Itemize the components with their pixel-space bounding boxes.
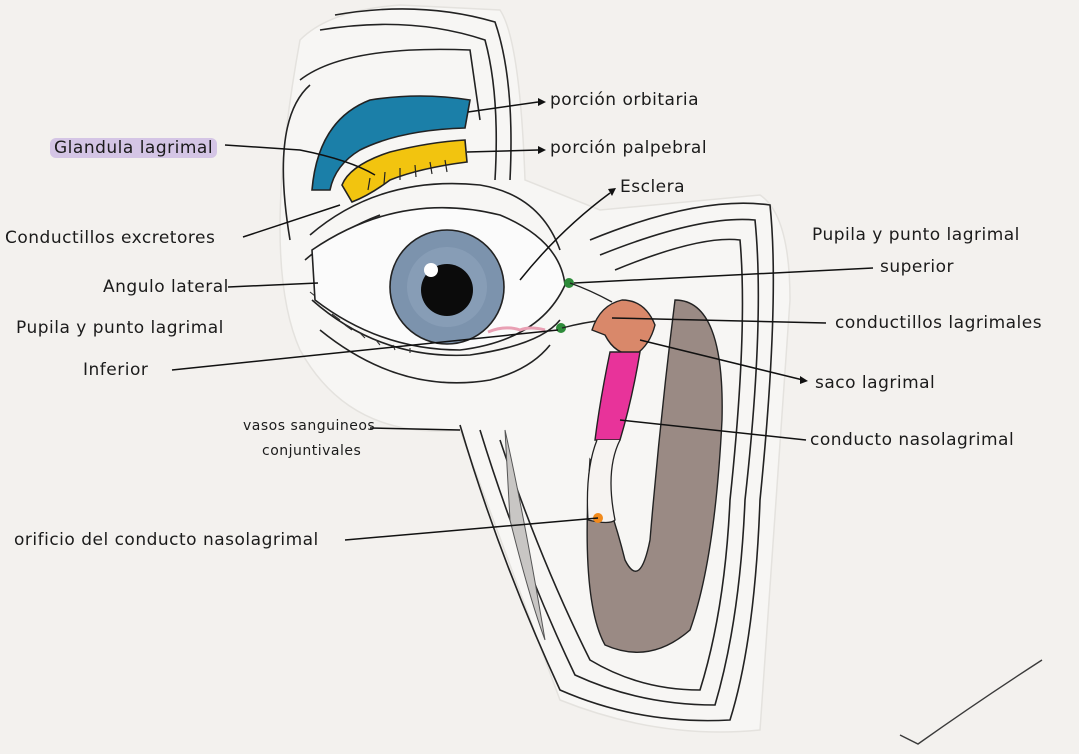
label-conjuntivales: conjuntivales <box>262 443 361 459</box>
label-conductillos-excretores: Conductillos excretores <box>5 228 215 248</box>
label-conductillos-lagrimales: conductillos lagrimales <box>835 313 1042 333</box>
label-superior: superior <box>880 257 954 277</box>
label-vasos-sanguineos: vasos sanguineos <box>243 418 375 434</box>
superior-punctum <box>564 278 574 288</box>
label-porcion-orbitaria: porción orbitaria <box>550 90 699 110</box>
check-mark <box>900 660 1042 744</box>
label-conducto-nasolagrimal: conducto nasolagrimal <box>810 430 1014 450</box>
label-angulo-lateral: Angulo lateral <box>103 277 229 297</box>
pupil-reflection <box>424 263 438 277</box>
label-pupila-superior: Pupila y punto lagrimal <box>812 225 1020 245</box>
label-esclera: Esclera <box>620 177 685 197</box>
label-porcion-palpebral: porción palpebral <box>550 138 707 158</box>
label-inferior: Inferior <box>83 360 148 380</box>
label-orificio: orificio del conducto nasolagrimal <box>14 530 319 550</box>
label-pupila-inferior: Pupila y punto lagrimal <box>16 318 224 338</box>
label-saco-lagrimal: saco lagrimal <box>815 373 935 393</box>
label-glandula-text: Glandula lagrimal <box>50 138 217 158</box>
label-glandula-lagrimal: Glandula lagrimal <box>50 138 217 158</box>
